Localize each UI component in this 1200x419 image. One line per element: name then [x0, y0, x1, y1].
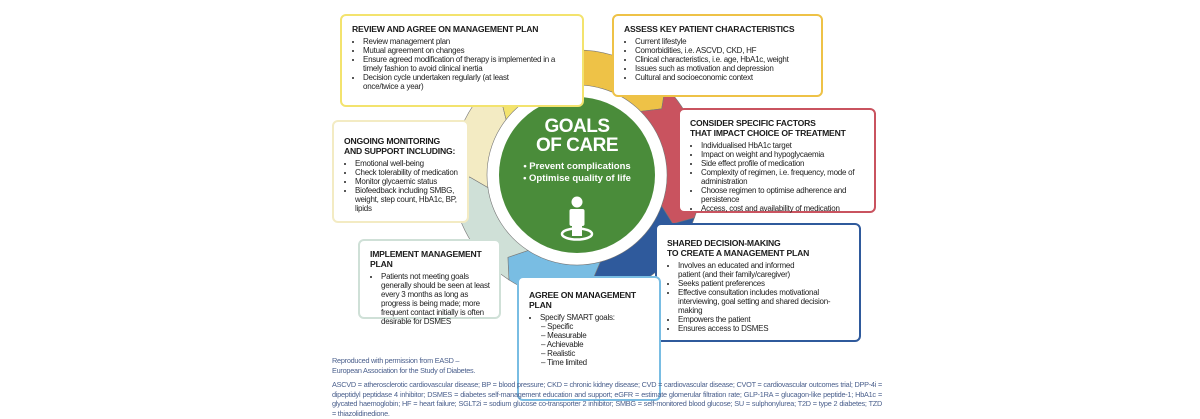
list-item: Mutual agreement on changes — [363, 46, 574, 55]
credit-line1: Reproduced with permission from EASD – — [332, 356, 460, 365]
list-item: Patients not meeting goals generally sho… — [381, 272, 491, 326]
list-item: Impact on weight and hypoglycaemia — [701, 150, 866, 159]
list-item: Effective consultation includes motivati… — [678, 288, 851, 315]
goal-item: Optimise quality of life — [499, 173, 655, 185]
goals-of-care: GOALS OF CARE Prevent complications Opti… — [499, 117, 655, 185]
smart-goal: Realistic — [541, 349, 651, 358]
list-item: Individualised HbA1c target — [701, 141, 866, 150]
ongoing-title-line2: AND SUPPORT INCLUDING: — [344, 146, 456, 156]
list-item: Complexity of regimen, i.e. frequency, m… — [701, 168, 866, 186]
list-item: Current lifestyle — [635, 37, 813, 46]
list-item: Cultural and socioeconomic context — [635, 73, 813, 82]
list-item: Ensures access to DSMES — [678, 324, 851, 333]
list-item: Choose regimen to optimise adherence and… — [701, 186, 866, 204]
credit: Reproduced with permission from EASD – E… — [332, 356, 532, 375]
goals-title-line1: GOALS — [544, 116, 610, 137]
list-item: Seeks patient preferences — [678, 279, 851, 288]
smart-goal: Achievable — [541, 340, 651, 349]
consider-title-line1: CONSIDER SPECIFIC FACTORS — [690, 118, 816, 128]
abbreviations: ASCVD = atherosclerotic cardiovascular d… — [332, 380, 882, 418]
implement-box: IMPLEMENT MANAGEMENT PLAN Patients not m… — [358, 239, 501, 326]
smart-goal: Time limited — [541, 358, 651, 367]
list-item: Review management plan — [363, 37, 574, 46]
review-box: REVIEW AND AGREE ON MANAGEMENT PLAN Revi… — [340, 14, 584, 107]
credit-line2: European Association for the Study of Di… — [332, 365, 476, 375]
list-item: Biofeedback including SMBG, weight, step… — [355, 186, 459, 213]
list-item: Ensure agreed modification of therapy is… — [363, 55, 574, 73]
smart-goal: Measurable — [541, 331, 651, 340]
goal-item: Prevent complications — [499, 161, 655, 173]
goals-title-line2: OF CARE — [536, 135, 619, 156]
consider-title-line2: THAT IMPACT CHOICE OF TREATMENT — [690, 128, 846, 138]
list-item: Specify SMART goals: — [540, 313, 651, 322]
agree-box: AGREE ON MANAGEMENT PLAN Specify SMART g… — [517, 276, 661, 401]
review-title: REVIEW AND AGREE ON MANAGEMENT PLAN — [352, 24, 539, 34]
list-item: Issues such as motivation and depression — [635, 64, 813, 73]
list-item: Decision cycle undertaken regularly (at … — [363, 73, 513, 91]
assess-box: ASSESS KEY PATIENT CHARACTERISTICS Curre… — [612, 14, 823, 97]
list-item: Side effect profile of medication — [701, 159, 866, 168]
list-item: Check tolerability of medication — [355, 168, 459, 177]
person-icon — [560, 196, 594, 241]
list-item: Monitor glycaemic status — [355, 177, 459, 186]
list-item: Access, cost and availability of medicat… — [701, 204, 866, 213]
assess-title: ASSESS KEY PATIENT CHARACTERISTICS — [624, 24, 795, 34]
list-item: Clinical characteristics, i.e. age, HbA1… — [635, 55, 813, 64]
list-item: Empowers the patient — [678, 315, 851, 324]
list-item: Emotional well-being — [355, 159, 459, 168]
agree-title: AGREE ON MANAGEMENT PLAN — [529, 290, 636, 310]
ongoing-title-line1: ONGOING MONITORING — [344, 136, 441, 146]
shared-title-line1: SHARED DECISION-MAKING — [667, 238, 781, 248]
list-item: Involves an educated and informed patien… — [678, 261, 818, 279]
list-item: Comorbidities, i.e. ASCVD, CKD, HF — [635, 46, 813, 55]
shared-title-line2: TO CREATE A MANAGEMENT PLAN — [667, 248, 810, 258]
smart-goal: Specific — [541, 322, 651, 331]
implement-title: IMPLEMENT MANAGEMENT PLAN — [370, 249, 482, 269]
